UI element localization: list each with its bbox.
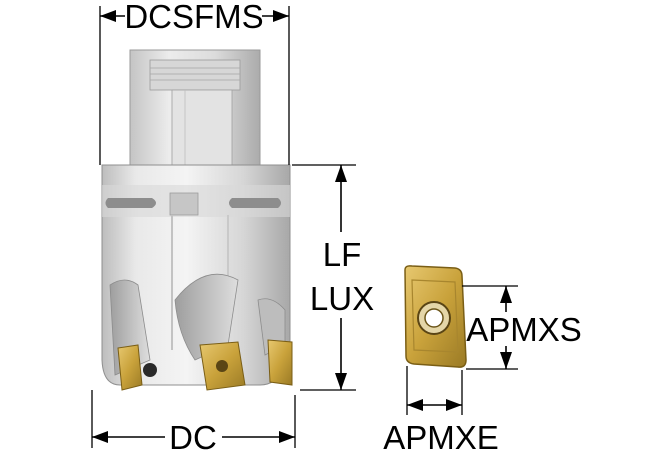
dimension-dcsfms: DCSFMS <box>99 0 290 165</box>
dimension-apmxs: APMXS <box>462 285 582 370</box>
loose-insert <box>404 265 467 368</box>
cutter-body <box>101 164 291 386</box>
label-apmxs: APMXS <box>466 311 582 348</box>
dimension-lf-lux: LF LUX <box>292 164 374 391</box>
cutter-insert-3 <box>267 339 293 386</box>
insert-hole-center <box>424 308 444 328</box>
cutter-insert-1 <box>117 344 143 391</box>
dimension-apmxe: APMXE <box>383 366 499 456</box>
coolant-slot-left <box>105 198 156 208</box>
cutter-inserts <box>117 339 293 391</box>
screw-1 <box>143 363 157 377</box>
label-apmxe: APMXE <box>383 419 499 456</box>
label-lf: LF <box>323 236 362 273</box>
label-dc: DC <box>169 419 217 456</box>
label-dcsfms: DCSFMS <box>124 0 263 35</box>
cutter-shank <box>129 49 261 166</box>
cutter-insert-2-hole <box>216 360 228 372</box>
dimension-dc: DC <box>91 390 296 456</box>
label-lux: LUX <box>310 280 374 317</box>
coolant-slot-right <box>229 198 281 208</box>
